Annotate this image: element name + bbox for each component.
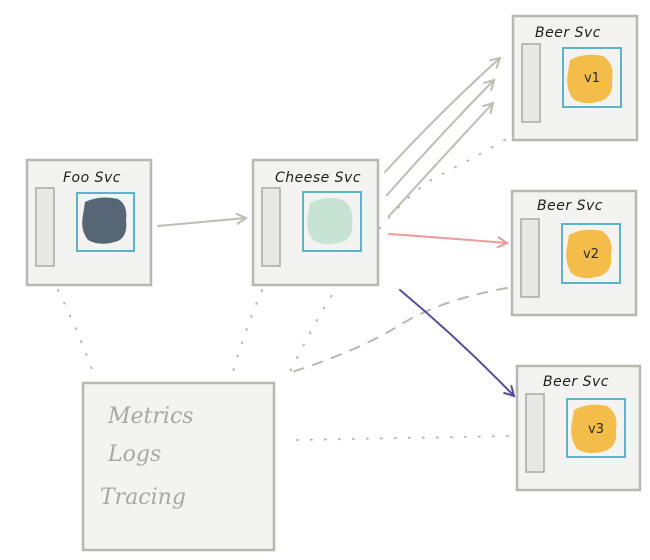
arrow-cheese-to-beer-v1-a [384,58,500,173]
beer-svc-v1-sidecar [521,43,541,123]
cheese-svc-title: Cheese Svc [275,170,361,186]
beer-svc-v3-version: v3 [588,422,604,437]
observability-logs-label: Logs [107,442,161,467]
foo-svc-blob [82,197,127,244]
cheese-svc-node[interactable]: Cheese Svc [251,158,380,287]
beer-svc-v1-blob [567,54,613,104]
foo-svc-node[interactable]: Foo Svc [25,158,153,287]
beer-svc-v3-title: Beer Svc [543,374,609,390]
telemetry-line-beer-v2 [291,287,508,373]
beer-svc-v2-title: Beer Svc [537,198,603,214]
beer-svc-v2-sidecar [520,218,540,298]
telemetry-line-cheese [231,289,263,376]
arrow-cheese-to-beer-v1-c [388,103,493,217]
observability-box [81,381,276,552]
beer-svc-v3-node[interactable]: Beer Svc v3 [515,364,642,492]
telemetry-line-beer-v3 [296,435,513,441]
beer-svc-v1-version: v1 [584,71,600,86]
arrow-cheese-to-beer-v2 [388,233,507,243]
foo-svc-title: Foo Svc [63,170,121,186]
beer-svc-v1-title: Beer Svc [535,25,601,41]
beer-svc-v3-sidecar [525,393,545,473]
observability-tracing-label: Tracing [100,485,186,510]
observability-node[interactable]: Metrics Logs Tracing [81,381,276,552]
beer-svc-v2-node[interactable]: Beer Svc v2 [510,189,638,317]
foo-svc-sidecar [35,187,55,267]
arrow-cheese-to-beer-v1-b [386,80,494,196]
beer-svc-v1-node[interactable]: Beer Svc v1 [511,14,639,142]
observability-metrics-label: Metrics [107,404,194,429]
telemetry-line-foo [57,289,96,379]
cheese-svc-blob [307,198,353,245]
arrow-foo-to-cheese [157,218,246,227]
beer-svc-v2-version: v2 [583,247,599,262]
arrow-cheese-to-beer-v3 [399,289,514,396]
beer-svc-v2-blob [566,229,612,279]
traffic-arrows [157,58,514,396]
cheese-svc-sidecar [261,187,281,267]
beer-svc-v3-blob [571,404,617,454]
